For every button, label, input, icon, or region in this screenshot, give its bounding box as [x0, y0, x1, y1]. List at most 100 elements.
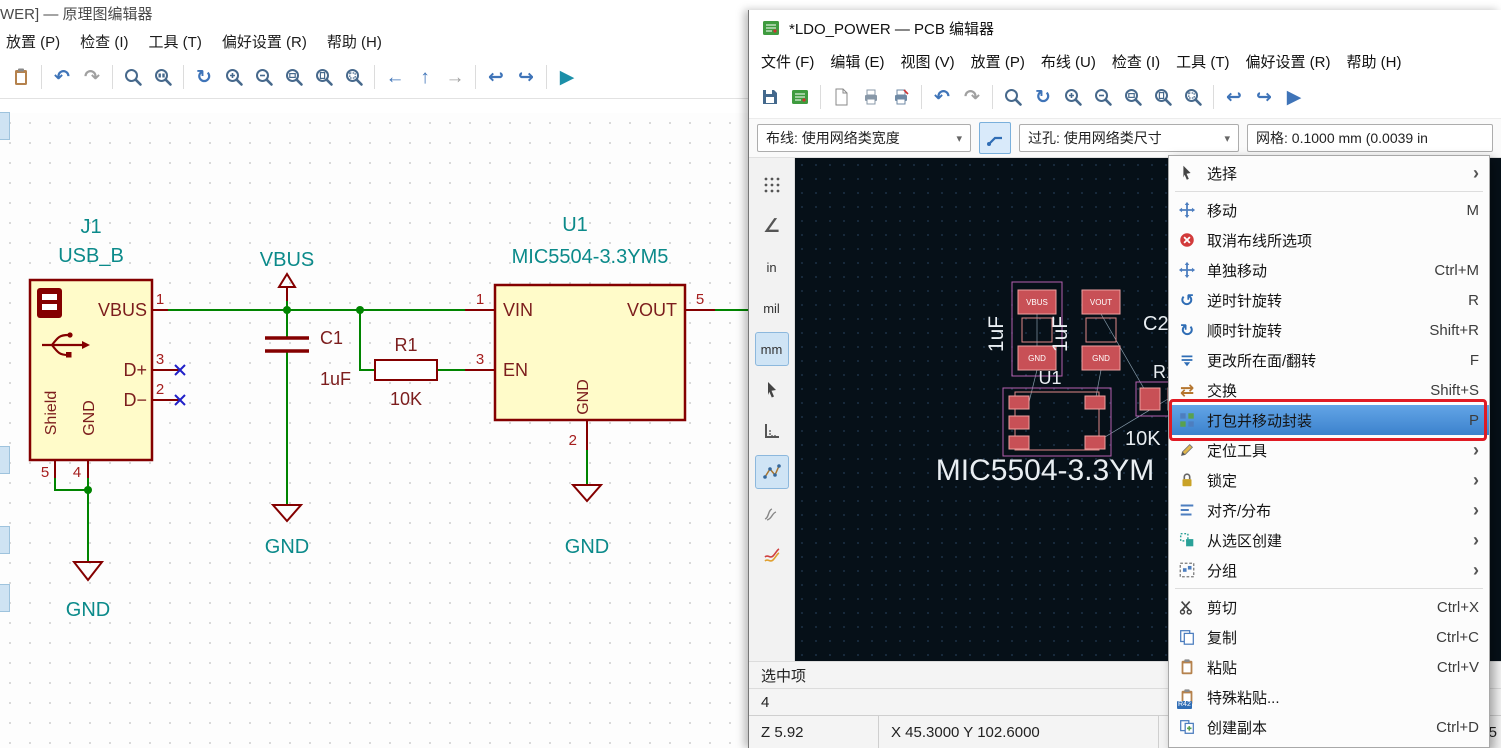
- print-button[interactable]: [856, 82, 886, 112]
- units-mil-button[interactable]: mil: [755, 291, 789, 325]
- zoom-fit-button[interactable]: [279, 62, 309, 92]
- menu-place[interactable]: 放置 (P): [971, 51, 1025, 72]
- history-forward-button[interactable]: ↪: [511, 62, 541, 92]
- menu-item-positioning-tools[interactable]: 定位工具 ›: [1169, 435, 1489, 465]
- menu-route[interactable]: 布线 (U): [1041, 51, 1096, 72]
- paste-button[interactable]: [6, 62, 36, 92]
- menu-item-copy[interactable]: 复制 Ctrl+C: [1169, 622, 1489, 652]
- refresh-button[interactable]: ↻: [189, 62, 219, 92]
- menu-place[interactable]: 放置 (P): [6, 31, 60, 52]
- page-settings-button[interactable]: [826, 82, 856, 112]
- grid-toggle-button[interactable]: [755, 168, 789, 202]
- menu-item-paste-special[interactable]: R42 特殊粘贴...: [1169, 682, 1489, 712]
- j1-pin-gnd: GND: [81, 400, 98, 436]
- polar-coords-button[interactable]: ∠: [755, 209, 789, 243]
- schematic-canvas[interactable]: VBUS J1 USB_B: [0, 113, 748, 748]
- menu-preferences[interactable]: 偏好设置 (R): [222, 31, 307, 52]
- net-color-button[interactable]: [755, 537, 789, 571]
- show-ratsnest-button[interactable]: [755, 455, 789, 489]
- find-button[interactable]: [118, 62, 148, 92]
- history-back-button[interactable]: ↩: [1219, 82, 1249, 112]
- menu-help[interactable]: 帮助 (H): [327, 31, 382, 52]
- menu-item-label: 对齐/分布: [1207, 500, 1455, 521]
- schematic-menubar: 放置 (P) 检查 (I) 工具 (T) 偏好设置 (R) 帮助 (H): [0, 26, 748, 56]
- grid-dropdown[interactable]: 网格: 0.1000 mm (0.0039 in: [1247, 124, 1493, 152]
- toolbar-separator: [374, 65, 375, 89]
- menu-item-move[interactable]: 移动 M: [1169, 195, 1489, 225]
- menu-item-lock[interactable]: 锁定 ›: [1169, 465, 1489, 495]
- menu-item-rotate-cw[interactable]: ↻ 顺时针旋转 Shift+R: [1169, 315, 1489, 345]
- plot-button[interactable]: [886, 82, 916, 112]
- curved-ratsnest-button[interactable]: [755, 496, 789, 530]
- refresh-button[interactable]: ↻: [1028, 82, 1058, 112]
- menu-edit[interactable]: 编辑 (E): [830, 51, 884, 72]
- redo-button[interactable]: ↷: [957, 82, 987, 112]
- menu-file[interactable]: 文件 (F): [761, 51, 814, 72]
- zoom-page-button[interactable]: [1148, 82, 1178, 112]
- menu-item-rotate-ccw[interactable]: ↺ 逆时针旋转 R: [1169, 285, 1489, 315]
- partial-toolbar-button[interactable]: ▶: [1279, 82, 1309, 112]
- via-size-dropdown[interactable]: 过孔: 使用网络类尺寸 ▾: [1019, 124, 1239, 152]
- undo-button[interactable]: ↶: [47, 62, 77, 92]
- history-back-button[interactable]: ↩: [481, 62, 511, 92]
- find-replace-button[interactable]: [148, 62, 178, 92]
- j1-pin-vbus: VBUS: [98, 300, 147, 320]
- pad-net-label: GND: [1028, 354, 1046, 363]
- component-c1[interactable]: C1 1uF: [265, 328, 351, 389]
- find-button[interactable]: [998, 82, 1028, 112]
- partial-toolbar-button[interactable]: ▶: [552, 62, 582, 92]
- zoom-selection-button[interactable]: [339, 62, 369, 92]
- history-forward-button[interactable]: ↪: [1249, 82, 1279, 112]
- menu-inspect[interactable]: 检查 (I): [80, 31, 128, 52]
- power-symbol-vbus[interactable]: VBUS: [260, 249, 314, 301]
- menu-item-paste[interactable]: 粘贴 Ctrl+V: [1169, 652, 1489, 682]
- track-width-dropdown[interactable]: 布线: 使用网络类宽度 ▾: [757, 124, 971, 152]
- menu-item-align-distribute[interactable]: 对齐/分布 ›: [1169, 495, 1489, 525]
- menu-item-cut[interactable]: 剪切 Ctrl+X: [1169, 592, 1489, 622]
- menu-item-flip[interactable]: 更改所在面/翻转 F: [1169, 345, 1489, 375]
- menu-item-swap[interactable]: ⇄ 交换 Shift+S: [1169, 375, 1489, 405]
- menu-item-group[interactable]: 分组 ›: [1169, 555, 1489, 585]
- component-u1[interactable]: U1 MIC5504-3.3YM5 VIN VOUT EN GND 1 5 3 …: [465, 214, 715, 450]
- menu-item-shortcut: Ctrl+D: [1436, 719, 1479, 736]
- nav-back-button[interactable]: ←: [380, 62, 410, 92]
- component-j1[interactable]: J1 USB_B: [30, 216, 185, 481]
- menu-item-select[interactable]: 选择 ›: [1169, 158, 1489, 188]
- menu-view[interactable]: 视图 (V): [901, 51, 955, 72]
- redo-button[interactable]: ↷: [77, 62, 107, 92]
- menu-item-create-from-selection[interactable]: 从选区创建 ›: [1169, 525, 1489, 555]
- zoom-in-button[interactable]: [1058, 82, 1088, 112]
- menu-tools[interactable]: 工具 (T): [149, 31, 202, 52]
- menu-inspect[interactable]: 检查 (I): [1112, 51, 1160, 72]
- zoom-in-button[interactable]: [219, 62, 249, 92]
- units-in-button[interactable]: in: [755, 250, 789, 284]
- nav-up-button[interactable]: ↑: [410, 62, 440, 92]
- component-r1[interactable]: R1 10K: [375, 335, 437, 409]
- cursor-style-button[interactable]: [755, 373, 789, 407]
- undo-button[interactable]: ↶: [927, 82, 957, 112]
- footprint-c2[interactable]: VOUT GND 1uF C2: [1049, 282, 1169, 376]
- u1-ref: U1: [562, 214, 588, 236]
- zoom-selection-button[interactable]: [1178, 82, 1208, 112]
- zoom-fit-button[interactable]: [1118, 82, 1148, 112]
- menu-item-unroute-selected[interactable]: 取消布线所选项: [1169, 225, 1489, 255]
- zoom-page-button[interactable]: [309, 62, 339, 92]
- menu-help[interactable]: 帮助 (H): [1347, 51, 1402, 72]
- undo-icon: ↶: [54, 68, 70, 87]
- footprint-u1[interactable]: U1 MIC5504-3.3YM: [936, 368, 1154, 487]
- menu-item-duplicate[interactable]: 创建副本 Ctrl+D: [1169, 712, 1489, 742]
- zoom-out-button[interactable]: [1088, 82, 1118, 112]
- zoom-out-button[interactable]: [249, 62, 279, 92]
- gnd-symbols[interactable]: [74, 485, 601, 580]
- measure-button[interactable]: [755, 414, 789, 448]
- menu-item-pack-and-move-footprints[interactable]: 打包并移动封装 P: [1169, 405, 1489, 435]
- menu-item-move-individually[interactable]: 单独移动 Ctrl+M: [1169, 255, 1489, 285]
- c1-value-label: 1uF: [985, 316, 1008, 352]
- nav-forward-button[interactable]: →: [440, 62, 470, 92]
- save-button[interactable]: [755, 82, 785, 112]
- menu-tools[interactable]: 工具 (T): [1176, 51, 1229, 72]
- track-posture-button[interactable]: [979, 122, 1011, 154]
- units-mm-button[interactable]: mm: [755, 332, 789, 366]
- menu-preferences[interactable]: 偏好设置 (R): [1246, 51, 1331, 72]
- board-setup-button[interactable]: [785, 82, 815, 112]
